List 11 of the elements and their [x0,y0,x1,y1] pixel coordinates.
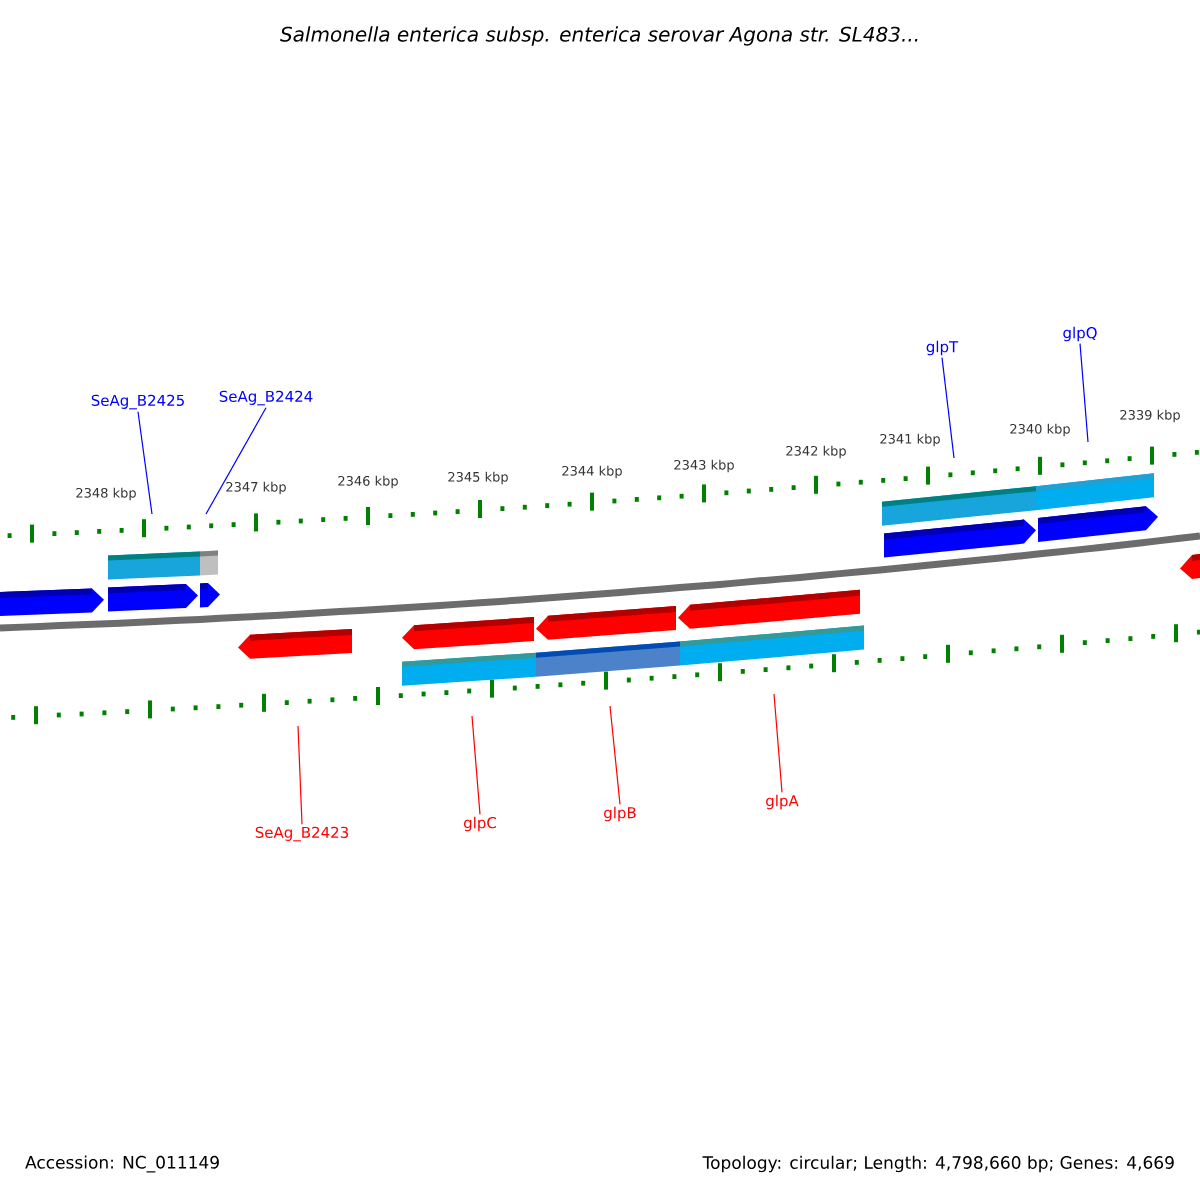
title: Salmonella enterica subsp. enterica serovar Agona str. SL483... [280,26,918,46]
leader-line [609,705,621,805]
leader-line [1079,343,1089,443]
leader-line [297,725,303,825]
leader-line [773,693,783,793]
footer-text: Accession: NC_011149 [25,1155,219,1173]
leader-line [205,407,267,515]
leader-line [137,411,153,515]
leader-line [471,715,481,815]
footer-text: Topology: circular; Length: 4,798,660 bp; Genes: 4,669 [702,1155,1174,1173]
leader-line [941,357,955,459]
